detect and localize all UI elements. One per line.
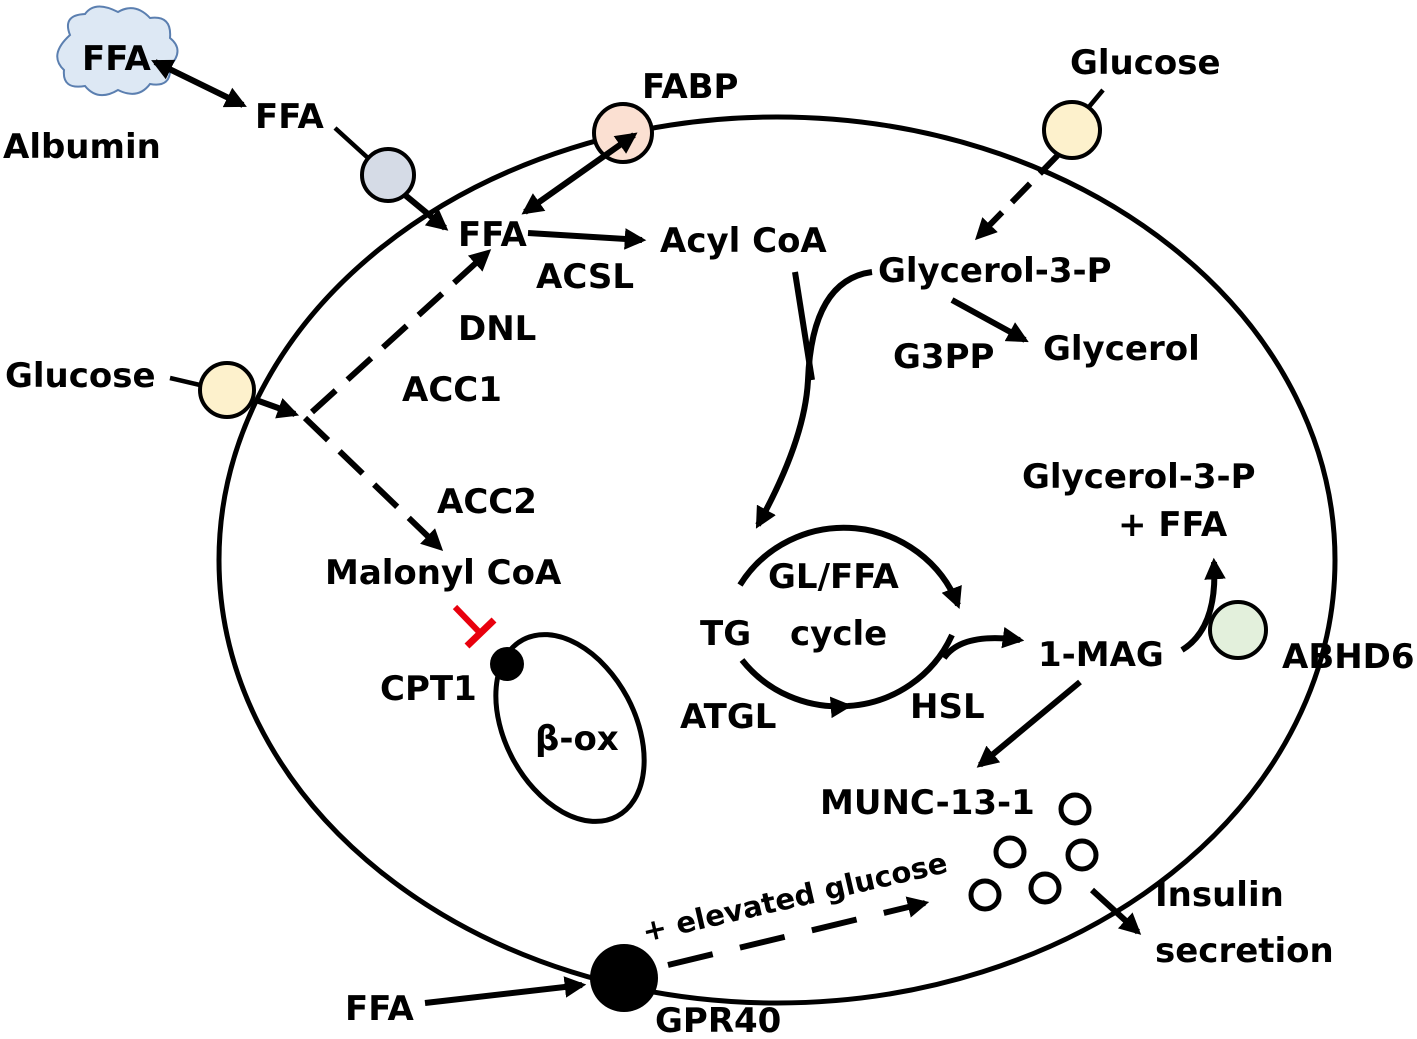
tg-label: TG	[700, 614, 751, 654]
acsl-arrow	[527, 228, 647, 250]
g3pp-arrow	[950, 297, 1029, 343]
glucose-top-dashed-arrow	[974, 152, 1061, 241]
ffa-transporter	[360, 147, 416, 203]
dnl-dashed-arrow	[309, 249, 492, 415]
cycle-line1-label: GL/FFA	[768, 557, 900, 597]
albumin-ffa-exchange-arrow	[151, 59, 247, 108]
acc1-label: ACC1	[402, 370, 502, 410]
glucose-top-label: Glucose	[1070, 43, 1221, 83]
cpt1-label: CPT1	[380, 669, 477, 709]
ffa-transporter-arrow	[403, 192, 449, 231]
secretion-label: secretion	[1155, 931, 1334, 971]
ffa-to-gpr40-arrow	[424, 976, 587, 1006]
hsl-to-mag-arrow	[941, 626, 1025, 660]
glucose-left-label: Glucose	[5, 356, 156, 396]
abhd6-enzyme	[1208, 600, 1268, 660]
abhd6-arrow	[1180, 557, 1226, 653]
glycerol3p-to-tg-arrow	[755, 269, 873, 529]
inhibition-line	[452, 604, 485, 638]
gpr40-signal-dashed-arrow	[667, 896, 930, 968]
glucose-left-entry-line	[169, 375, 201, 388]
hsl-label: HSL	[910, 687, 985, 727]
atgl-label: ATGL	[680, 697, 776, 737]
cycle-top-arc	[737, 524, 962, 610]
cell-membrane	[216, 114, 1338, 1006]
insulin-vesicle	[1028, 871, 1062, 905]
insulin-vesicle	[968, 878, 1002, 912]
acyl-coa-label: Acyl CoA	[660, 221, 827, 261]
glucose-transporter-top	[1042, 100, 1102, 160]
cycle-line2-label: cycle	[790, 614, 887, 654]
inhibition-bar	[464, 617, 497, 649]
mag-to-munc-arrow	[976, 679, 1082, 768]
cycle-bottom-arc	[739, 658, 853, 719]
insulin-vesicle	[993, 835, 1027, 869]
acc2-label: ACC2	[437, 482, 537, 522]
glycerol3p-right-label: Glycerol-3-P	[1022, 457, 1256, 497]
ffa-outside-top-label: FFA	[255, 97, 325, 137]
acc2-dashed-arrow	[302, 415, 444, 551]
glucose-top-entry-line	[1086, 88, 1105, 110]
elevated-glucose-label: + elevated glucose	[639, 846, 951, 949]
beta-ox-label: β-ox	[535, 719, 619, 759]
fabp-protein	[592, 102, 654, 164]
insulin-secretion-arrow	[1089, 887, 1142, 935]
insulin-label: Insulin	[1155, 875, 1284, 915]
gpr40-receptor	[590, 944, 658, 1012]
glycerol3p-top-label: Glycerol-3-P	[878, 251, 1112, 291]
fabp-label: FABP	[642, 67, 738, 107]
fabp-exchange-arrow	[521, 132, 638, 215]
malonyl-coa-label: Malonyl CoA	[325, 553, 562, 593]
dnl-label: DNL	[458, 309, 536, 349]
cycle-right-arc	[847, 633, 955, 709]
insulin-vesicle	[1065, 838, 1099, 872]
cpt1-transporter	[490, 647, 524, 681]
glucose-left-arrow	[254, 397, 300, 419]
acsl-label: ACSL	[536, 257, 634, 297]
ffa-entry-line	[333, 126, 370, 160]
gpr40-label: GPR40	[655, 1001, 781, 1039]
g3pp-label: G3PP	[893, 337, 994, 377]
ffa-inside-label: FFA	[458, 215, 528, 255]
abhd6-label: ABHD6	[1282, 637, 1415, 677]
albumin-ffa-label: FFA	[82, 39, 152, 79]
albumin-label: Albumin	[3, 127, 161, 167]
plus-ffa-label: + FFA	[1118, 505, 1228, 545]
munc-label: MUNC-13-1	[820, 783, 1035, 823]
glycerol-label: Glycerol	[1043, 329, 1200, 369]
insulin-vesicle	[1058, 792, 1092, 826]
glucose-transporter-left	[198, 361, 256, 419]
mitochondrion	[493, 632, 647, 824]
mag-label: 1-MAG	[1038, 635, 1164, 675]
ffa-bottom-label: FFA	[345, 989, 415, 1029]
